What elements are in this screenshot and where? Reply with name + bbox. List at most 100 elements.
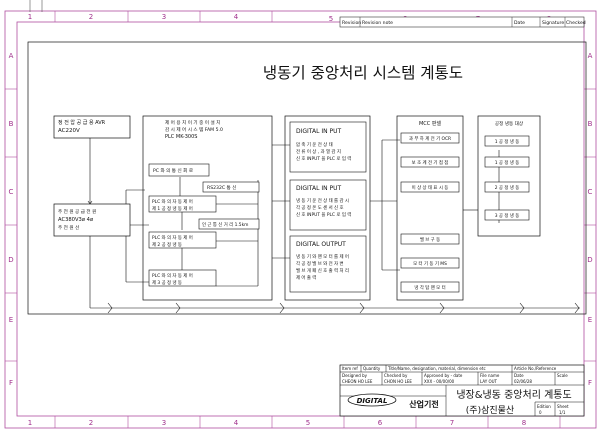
drawing-title: 냉장&냉동 중앙처리 계통도: [456, 389, 571, 401]
digital-output: DIGITAL OUTPUT 냉 동 기 와 팬 모 터 를 제 어 각 공 정…: [289, 235, 367, 293]
row-label-left-f: F: [9, 379, 13, 387]
col-label-top-2: 2: [89, 13, 93, 21]
connector-lines: [87, 138, 580, 309]
row-label-left-b: B: [9, 120, 14, 128]
revision-bar: Revision Revision note Date Signature Ch…: [339, 16, 586, 28]
tb-itemref-label: Item ref: [342, 366, 358, 371]
digital-input-2-line2: 각 공 정 온 도 센 서 신 호: [296, 204, 344, 211]
rs232-box: RS232C 통 신: [202, 181, 260, 193]
tb-date-label: Date: [514, 373, 524, 378]
tb-designed-label: Designed by: [342, 373, 368, 378]
digital-output-line3: 밸 브 개 폐 신 호 출 력 처 리: [296, 267, 349, 274]
pc-comm-box: PC 와 의 통 신 회 로: [148, 163, 210, 177]
process-item-3-label: 2 공 정 냉 동: [495, 184, 520, 191]
digital-output-title: DIGITAL OUTPUT: [296, 241, 346, 248]
mcc-item-1-label: 과 부 하 계 전 기 OCR: [409, 135, 451, 142]
company-logo-text: DIGITAL: [357, 397, 388, 405]
digital-input-1-line2: 전 류 이 상 , 과 열 감 지: [296, 148, 341, 155]
col-label-bottom-2: 2: [89, 419, 93, 427]
col-label-top-3: 3: [162, 13, 166, 21]
row-label-right-d: D: [587, 256, 592, 264]
col-label-top-1: 1: [28, 13, 32, 21]
io-cabinet: [284, 115, 371, 301]
tb-article-label: Article No./Reference: [514, 366, 557, 371]
process-item-2-label: 1 공 정 냉 동: [495, 159, 520, 166]
tb-title-header: Title/Name, designation, material, dimen…: [387, 366, 486, 371]
process-item-3: 2 공 정 냉 동: [484, 181, 530, 193]
tb-quantity-label: Quantity: [363, 366, 381, 371]
col-label-bottom-5: 5: [306, 419, 310, 427]
col-label-bottom-4: 4: [234, 419, 239, 427]
tb-scale-label: Scale: [557, 373, 568, 378]
col-label-top-5: 5: [329, 15, 333, 23]
digital-output-line4: 제 어 출 력: [296, 274, 316, 281]
digital-input-1-line1: 압 축 기 운 전 상 태: [296, 141, 333, 148]
row-label-left-d: D: [8, 256, 13, 264]
digital-input-1-title: DIGITAL IN PUT: [296, 128, 342, 135]
tb-filename-value: LAY OUT: [480, 379, 498, 384]
digital-input-2: DIGITAL IN PUT 냉 동 기 운 전 상 태 를 감 시 각 공 정…: [289, 179, 367, 231]
sheet-frame: [4, 10, 597, 429]
pc-comm-label: PC 와 의 통 신 회 로: [153, 167, 193, 174]
digital-input-2-line1: 냉 동 기 운 전 상 태 를 감 시: [296, 197, 349, 204]
comm-distance-label: 인 근 통 신 거 리 1.5km: [202, 221, 248, 228]
tb-edition-label: Edition: [537, 404, 551, 409]
mcc-item-5-label: 모 터 기 동 기 MS: [413, 260, 447, 267]
process-item-2: 1 공 정 냉 동: [484, 156, 530, 168]
col-label-bottom-7: 7: [450, 419, 454, 427]
col-label-bottom-8: 8: [522, 419, 526, 427]
col-label-bottom-1: 1: [28, 419, 32, 427]
top-left-notch: [29, 0, 43, 12]
process-item-4-label: 3 공 정 냉 동: [495, 212, 520, 219]
row-label-right-f: F: [588, 379, 592, 387]
tb-checked-label: Checked by: [384, 373, 408, 378]
digital-output-line1: 냉 동 기 와 팬 모 터 를 제 어: [296, 253, 349, 260]
mcc-item-2: 보 조 계 전 기 접 점: [400, 156, 460, 168]
company-logo: DIGITAL: [347, 393, 397, 407]
plc-unit-2-line1: PLC 와 의 자 동 제 어: [152, 234, 193, 241]
row-label-right-b: B: [588, 120, 593, 128]
avr-supply-line1: 정 전 압 공 급 용 AVR: [58, 119, 106, 126]
col-label-bottom-6: 6: [378, 419, 383, 427]
mcc-panel: MCC 판넬: [396, 115, 464, 301]
mcc-item-1: 과 부 하 계 전 기 OCR: [400, 132, 460, 144]
plc-unit-2-line2: 제 2 공 정 냉 동: [152, 241, 182, 248]
digital-input-2-line3: 신 호 INPUT 을 PLC 로 입 력: [296, 211, 351, 218]
digital-input-1-line3: 신 호 INPUT 을 PLC 로 입 력: [296, 155, 351, 162]
revision-note-col-label: Revision note: [362, 20, 393, 26]
row-label-left-a: A: [9, 52, 14, 60]
tb-date-value: 02/06/28: [514, 379, 532, 384]
drawing-owner: (주)삼진물산: [466, 405, 514, 416]
main-supply-box: 주 전 원 공 급 전 원 AC380V3ø 4ø 주 전 원 선: [53, 203, 131, 237]
tb-sheet-label: Sheet: [557, 404, 569, 409]
tb-checked-value: CHON HO LEE: [384, 379, 412, 384]
row-label-right-a: A: [588, 52, 593, 60]
plc-unit-3-line2: 제 3 공 정 냉 동: [152, 279, 182, 286]
plc-cabinet: 제 어 용 치 이 기 중 이 설 치 감 시 제 어 시 스 템 FAM 5.…: [142, 115, 273, 301]
revision-date-col-label: Date: [514, 20, 525, 26]
tb-approved-value: XXX - 00/00/00: [424, 379, 455, 384]
plc-unit-1: PLC 와 의 자 동 제 어 제 1 공 정 냉 동 제 어: [148, 195, 217, 213]
comm-distance-box: 인 근 통 신 거 리 1.5km: [198, 218, 260, 230]
diagram-frame: [27, 41, 587, 315]
process-item-1-label: 1 공 정 냉 동: [495, 138, 520, 145]
row-label-left-e: E: [9, 316, 13, 324]
revision-col-label: Revision: [342, 20, 361, 26]
main-supply-line3: 주 전 원 선: [58, 224, 79, 231]
plc-unit-2: PLC 와 의 자 동 제 어 제 2 공 정 냉 동: [148, 231, 217, 249]
tb-filename-label: File name: [480, 373, 500, 378]
tb-sheet-value: 1/1: [559, 410, 566, 415]
process-item-1: 1 공 정 냉 동: [484, 135, 530, 147]
mcc-item-6-label: 냉 각 탑 팬 모 터: [414, 284, 445, 291]
tb-designed-value: CHEON HO LEE: [342, 379, 373, 384]
mcc-item-2-label: 보 조 계 전 기 접 점: [412, 159, 449, 166]
mcc-panel-title: MCC 판넬: [419, 120, 441, 127]
rs232-label: RS232C 통 신: [207, 184, 236, 191]
main-supply-line1: 주 전 원 공 급 전 원: [58, 208, 96, 215]
title-block: Item ref Quantity Title/Name, designatio…: [339, 364, 585, 417]
row-label-right-c: C: [588, 188, 593, 196]
row-label-left-c: C: [9, 188, 14, 196]
mcc-item-4: 밸 브 구 동: [400, 233, 460, 245]
